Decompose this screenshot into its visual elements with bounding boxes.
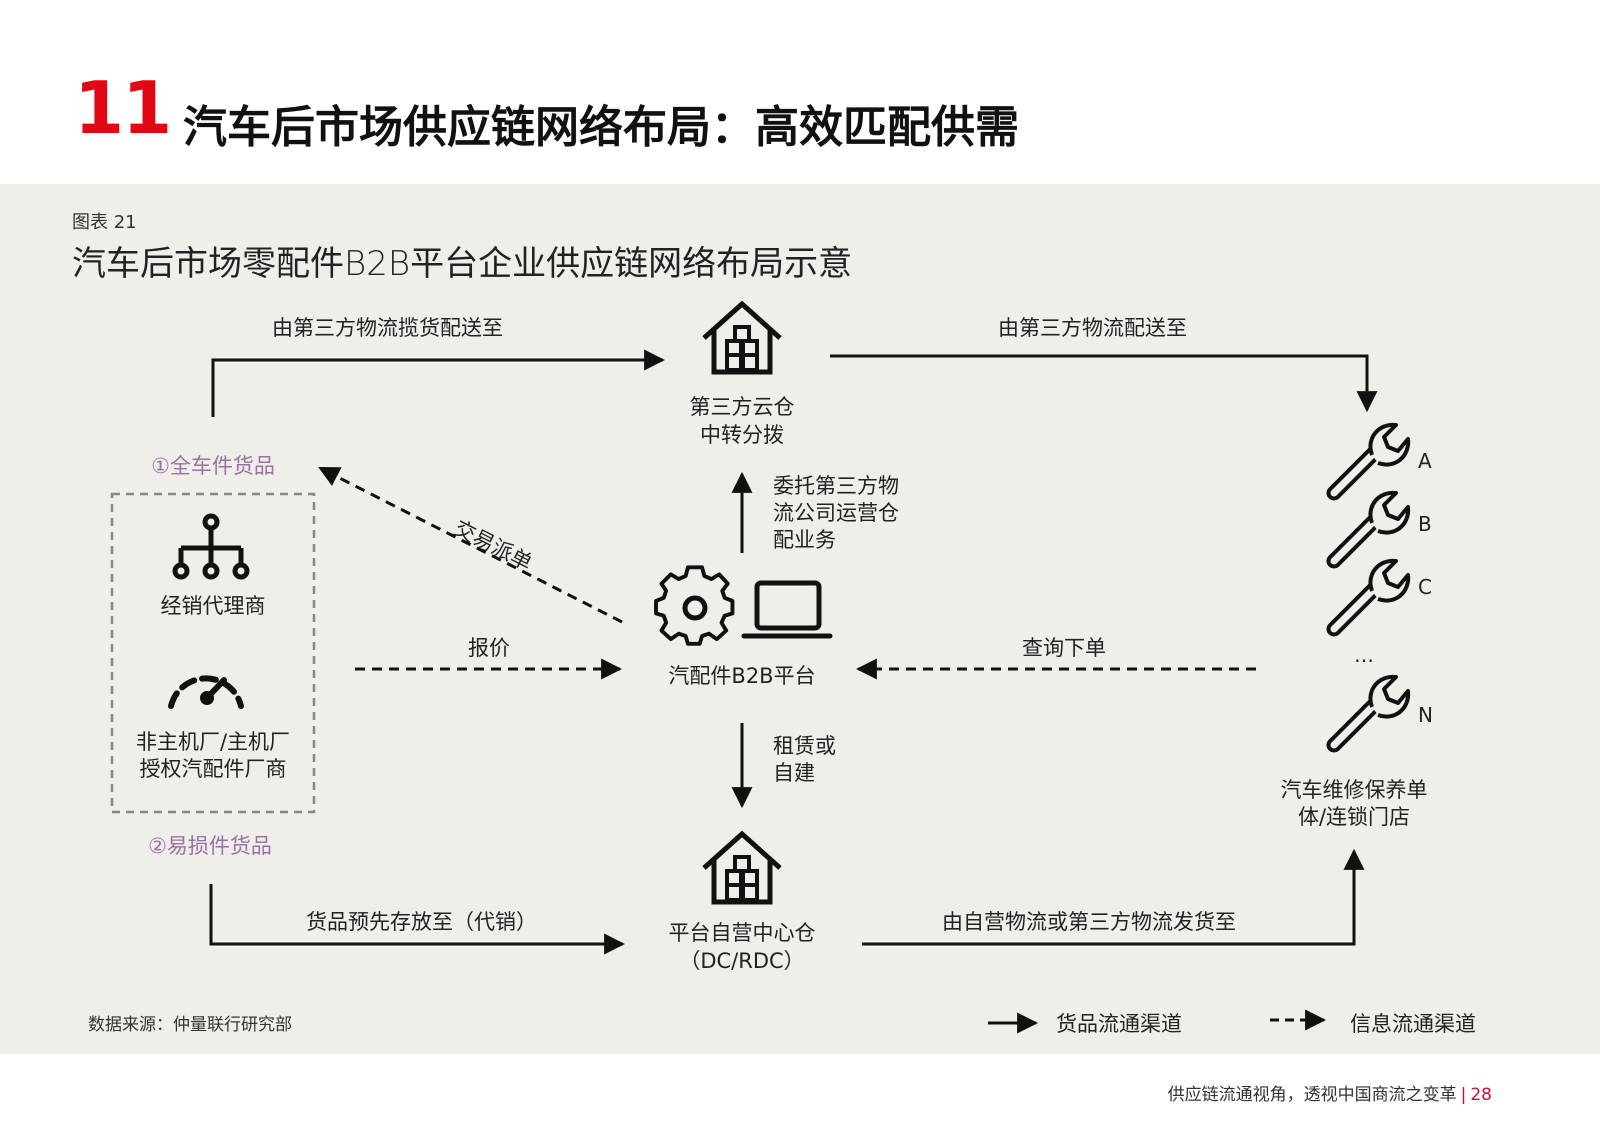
footer: 供应链流通视角，透视中国商流之变革|28 bbox=[1168, 1080, 1492, 1105]
repair-letter-a: A bbox=[1418, 449, 1432, 473]
laptop-icon bbox=[741, 580, 833, 639]
speedometer-icon bbox=[168, 675, 244, 709]
wrench-icon bbox=[1334, 561, 1408, 629]
dealer-label: 经销代理商 bbox=[160, 594, 266, 618]
repair-letter-c: C bbox=[1418, 575, 1432, 599]
edge-label-ship: 由自营物流或第三方物流发货至 bbox=[942, 910, 1236, 934]
edge-label-outsource-1: 委托第三方物 bbox=[773, 474, 899, 498]
section-number: 11 bbox=[74, 66, 172, 150]
page-number: 28 bbox=[1470, 1085, 1492, 1105]
edge-label-lease-1: 租赁或 bbox=[773, 734, 836, 758]
legend-info-label: 信息流通渠道 bbox=[1350, 1012, 1476, 1036]
repair-shops-label-2: 体/连锁门店 bbox=[1297, 805, 1411, 829]
figure-panel bbox=[0, 184, 1600, 1054]
warehouse-icon bbox=[704, 834, 780, 902]
edge-ship bbox=[862, 848, 1365, 946]
cloud-warehouse-label-2: 中转分拨 bbox=[700, 423, 784, 447]
supplier-box bbox=[110, 492, 316, 814]
legend-goods-label: 货品流通渠道 bbox=[1056, 1012, 1182, 1036]
edge-label-pickup: 由第三方物流揽货配送至 bbox=[272, 316, 503, 340]
manufacturer-label-2: 授权汽配件厂商 bbox=[139, 757, 287, 781]
edge-dispatch bbox=[318, 466, 623, 624]
edge-consign bbox=[209, 884, 626, 955]
footer-divider: | bbox=[1460, 1085, 1467, 1105]
repair-shops-label-1: 汽车维修保养单 bbox=[1280, 778, 1428, 802]
edge-label-deliver: 由第三方物流配送至 bbox=[998, 316, 1187, 340]
footer-text: 供应链流通视角，透视中国商流之变革 bbox=[1167, 1085, 1457, 1105]
edge-deliver bbox=[830, 354, 1378, 413]
source-note: 数据来源：仲量联行研究部 bbox=[88, 1015, 292, 1035]
hierarchy-icon bbox=[172, 513, 250, 580]
figure-title: 汽车后市场零配件B2B平台企业供应链网络布局示意 bbox=[72, 244, 853, 284]
edge-label-consign: 货品预先存放至（代销） bbox=[306, 910, 537, 934]
wrench-icon bbox=[1334, 425, 1408, 493]
edge-label-outsource-2: 流公司运营仓 bbox=[773, 501, 899, 525]
cloud-warehouse-label-1: 第三方云仓 bbox=[689, 395, 795, 419]
repair-letter-b: B bbox=[1418, 512, 1432, 536]
edge-pickup bbox=[211, 349, 666, 417]
tag-full-parts: ①全车件货品 bbox=[151, 454, 275, 478]
self-warehouse-label-2: （DC/RDC） bbox=[679, 949, 805, 973]
gear-icon bbox=[654, 565, 735, 646]
tag-wear-parts: ②易损件货品 bbox=[148, 834, 272, 858]
repair-ellipsis: … bbox=[1354, 643, 1374, 667]
edge-label-quote: 报价 bbox=[468, 636, 510, 660]
wrench-icon bbox=[1334, 493, 1408, 561]
manufacturer-label-1: 非主机厂/主机厂 bbox=[135, 730, 291, 754]
figure-label: 图表 21 bbox=[72, 212, 137, 233]
wrench-icon bbox=[1334, 677, 1408, 745]
platform-label: 汽配件B2B平台 bbox=[668, 664, 816, 688]
edge-label-lease-2: 自建 bbox=[773, 761, 815, 785]
repair-letter-n: N bbox=[1418, 703, 1433, 727]
self-warehouse-label-1: 平台自营中心仓 bbox=[668, 921, 816, 945]
warehouse-icon bbox=[704, 304, 780, 372]
edge-label-order: 查询下单 bbox=[1022, 636, 1106, 660]
page-title: 汽车后市场供应链网络布局：高效匹配供需 bbox=[183, 102, 1019, 153]
edge-label-outsource-3: 配业务 bbox=[773, 528, 836, 552]
